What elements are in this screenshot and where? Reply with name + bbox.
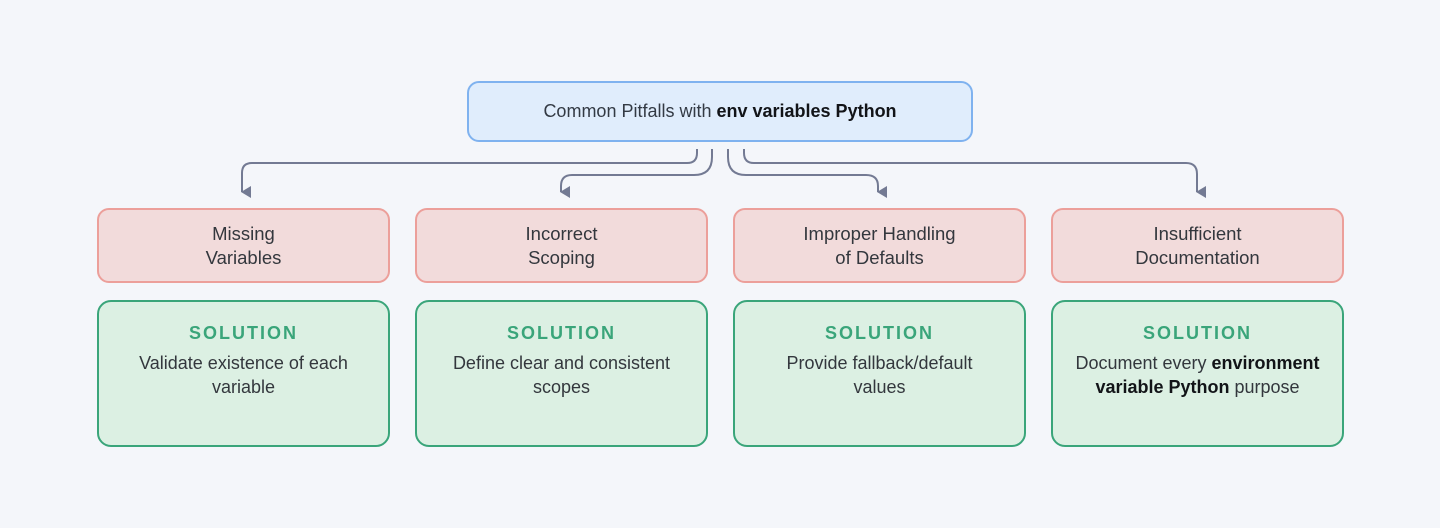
solution-text-keyword: environment variable Python xyxy=(1095,353,1320,397)
problem-label-line1: Incorrect xyxy=(525,222,598,244)
solution-label: SOLUTION xyxy=(189,323,298,343)
problem-label-line2: Scoping xyxy=(528,246,595,268)
problem-label-line1: Insufficient xyxy=(1153,222,1242,244)
root-title-prefix: Common Pitfalls with xyxy=(543,101,712,121)
solution-text: Provide fallback/default values xyxy=(735,351,1024,399)
solution-text-part: Define clear and consistent scopes xyxy=(452,353,671,397)
solution-label: SOLUTION xyxy=(1143,323,1252,343)
root-title-keyword: env variables Python xyxy=(716,101,897,121)
solution-text-part: Document every xyxy=(1075,353,1212,373)
solution-text-part: Validate existence of each variable xyxy=(139,353,348,397)
solution-missing-variables: SOLUTION Validate existence of each vari… xyxy=(97,300,390,447)
solution-text-part: purpose xyxy=(1229,377,1300,397)
solution-improper-handling-of-defaults: SOLUTION Provide fallback/default values xyxy=(733,300,1026,447)
problem-insufficient-documentation: Insufficient Documentation xyxy=(1051,208,1344,283)
solution-insufficient-documentation: SOLUTION Document every environment vari… xyxy=(1051,300,1344,447)
problem-label-line2: of Defaults xyxy=(835,246,924,268)
solution-text: Validate existence of each variable xyxy=(99,351,388,399)
connector-improper-handling xyxy=(727,149,887,198)
solution-text-part: Provide fallback/default values xyxy=(786,353,973,397)
connector-insufficient-documentation xyxy=(743,149,1206,198)
problem-label-line1: Missing xyxy=(212,222,275,244)
solution-label: SOLUTION xyxy=(507,323,616,343)
problem-improper-handling-of-defaults: Improper Handling of Defaults xyxy=(733,208,1026,283)
solution-text: Document every environment variable Pyth… xyxy=(1053,351,1342,399)
solution-incorrect-scoping: SOLUTION Define clear and consistent sco… xyxy=(415,300,708,447)
problem-incorrect-scoping: Incorrect Scoping xyxy=(415,208,708,283)
solution-label: SOLUTION xyxy=(825,323,934,343)
problem-missing-variables: Missing Variables xyxy=(97,208,390,283)
root-node: Common Pitfalls with env variables Pytho… xyxy=(467,81,973,142)
connector-missing-variables xyxy=(241,149,698,198)
connector-incorrect-scoping xyxy=(560,149,713,198)
solution-text: Define clear and consistent scopes xyxy=(417,351,706,399)
problem-label-line2: Documentation xyxy=(1135,246,1260,268)
problem-label-line1: Improper Handling xyxy=(803,222,956,244)
problem-label-line2: Variables xyxy=(205,246,282,268)
